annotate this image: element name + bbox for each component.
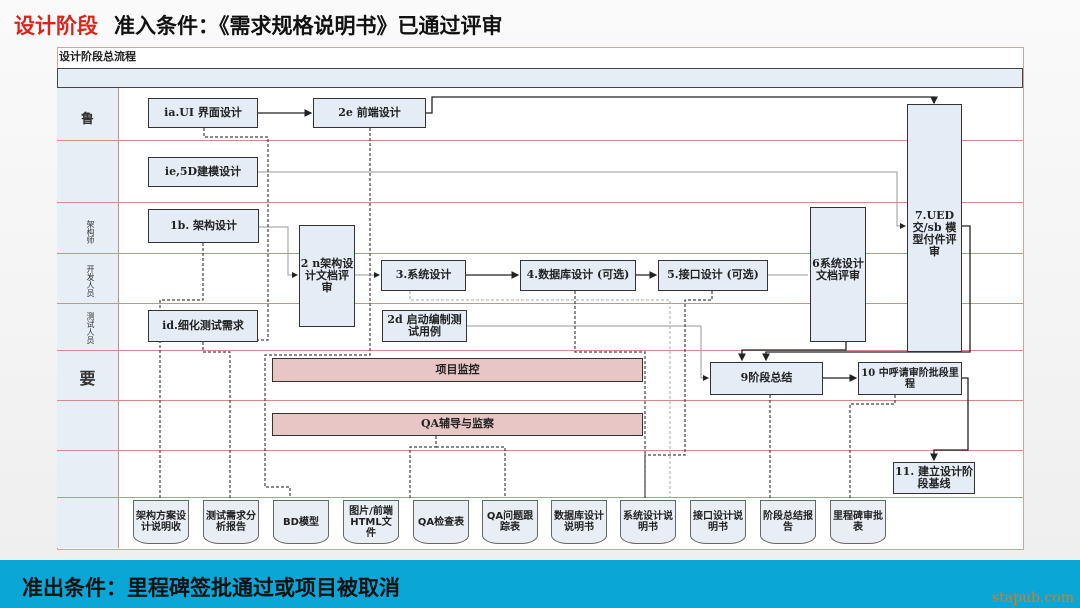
diagram-header-bar (57, 68, 1023, 88)
document: 架构方案设计说明收 (133, 500, 189, 544)
document: 接口设计说明书 (690, 500, 746, 544)
baseline-box: 11. 建立设计阶段基线 (893, 462, 975, 494)
document: QA检查表 (413, 500, 469, 544)
document: QA问题跟踪表 (482, 500, 538, 544)
lane-divider (57, 400, 1023, 401)
watermark: stapub.com (991, 590, 1074, 606)
document: 图片/前端HTML文件 (343, 500, 399, 544)
document: BD模型 (273, 500, 329, 544)
lane-divider (57, 450, 1023, 451)
lane-label: 开发人员 (86, 265, 95, 297)
ued-review-box: 7.UED 交/sb 模型付件评审 (907, 104, 962, 352)
test-requirements-box: id.细化测试需求 (148, 310, 258, 342)
lane-divider (57, 140, 1023, 141)
exit-condition: 准出条件：里程碑签批通过或项目被取消 (22, 576, 400, 600)
lane-divider (57, 202, 1023, 203)
document: 数据库设计说明书 (551, 500, 607, 544)
architecture-design-box: 1b. 架构设计 (148, 209, 259, 243)
lane-label: 鲁 (80, 112, 94, 127)
lane-divider (57, 497, 1023, 498)
frontend-design-box: 2e 前端设计 (313, 98, 426, 128)
lane-divider (57, 303, 1023, 304)
qa-supervision-bar: QA辅导与监察 (272, 413, 643, 436)
document: 测试需求分析报告 (203, 500, 259, 544)
lane-column (57, 88, 119, 548)
test-cases-box: 2d 启动编制测试用例 (382, 310, 467, 342)
system-design-review-box: 6系统设计文档评审 (810, 207, 866, 342)
diagram-title: 设计阶段总流程 (59, 50, 136, 63)
slide-title: 设计阶段准入条件：《需求规格说明书》已通过评审 (14, 10, 503, 40)
document: 系统设计说明书 (620, 500, 676, 544)
ui-design-box: ia.UI 界面设计 (148, 98, 258, 128)
project-monitoring-bar: 项目监控 (272, 358, 643, 382)
system-design-box: 3.系统设计 (381, 260, 466, 291)
entry-condition: 准入条件：《需求规格说明书》已通过评审 (114, 14, 503, 38)
interface-design-box: 5.接口设计 (可选) (658, 260, 768, 291)
footer-bar (0, 560, 1080, 608)
lane-label: 要 (79, 369, 96, 388)
document: 阶段总结报告 (760, 500, 816, 544)
stage-label: 设计阶段 (14, 14, 98, 38)
lane-divider (57, 253, 1023, 254)
document: 里程碑审批表 (830, 500, 886, 544)
architecture-review-box: 2 n架构设计文档评审 (299, 225, 355, 327)
stage-summary-box: 9阶段总结 (710, 362, 823, 395)
lane-label: 架构师 (86, 220, 95, 244)
lane-label: 测试人员 (86, 312, 95, 344)
lane-divider (57, 350, 1023, 351)
model-design-box: ie,5D建模设计 (148, 157, 258, 187)
milestone-review-box: 10 中呼请审阶批段里程 (858, 362, 962, 395)
database-design-box: 4.数据库设计 (可选) (520, 260, 636, 291)
